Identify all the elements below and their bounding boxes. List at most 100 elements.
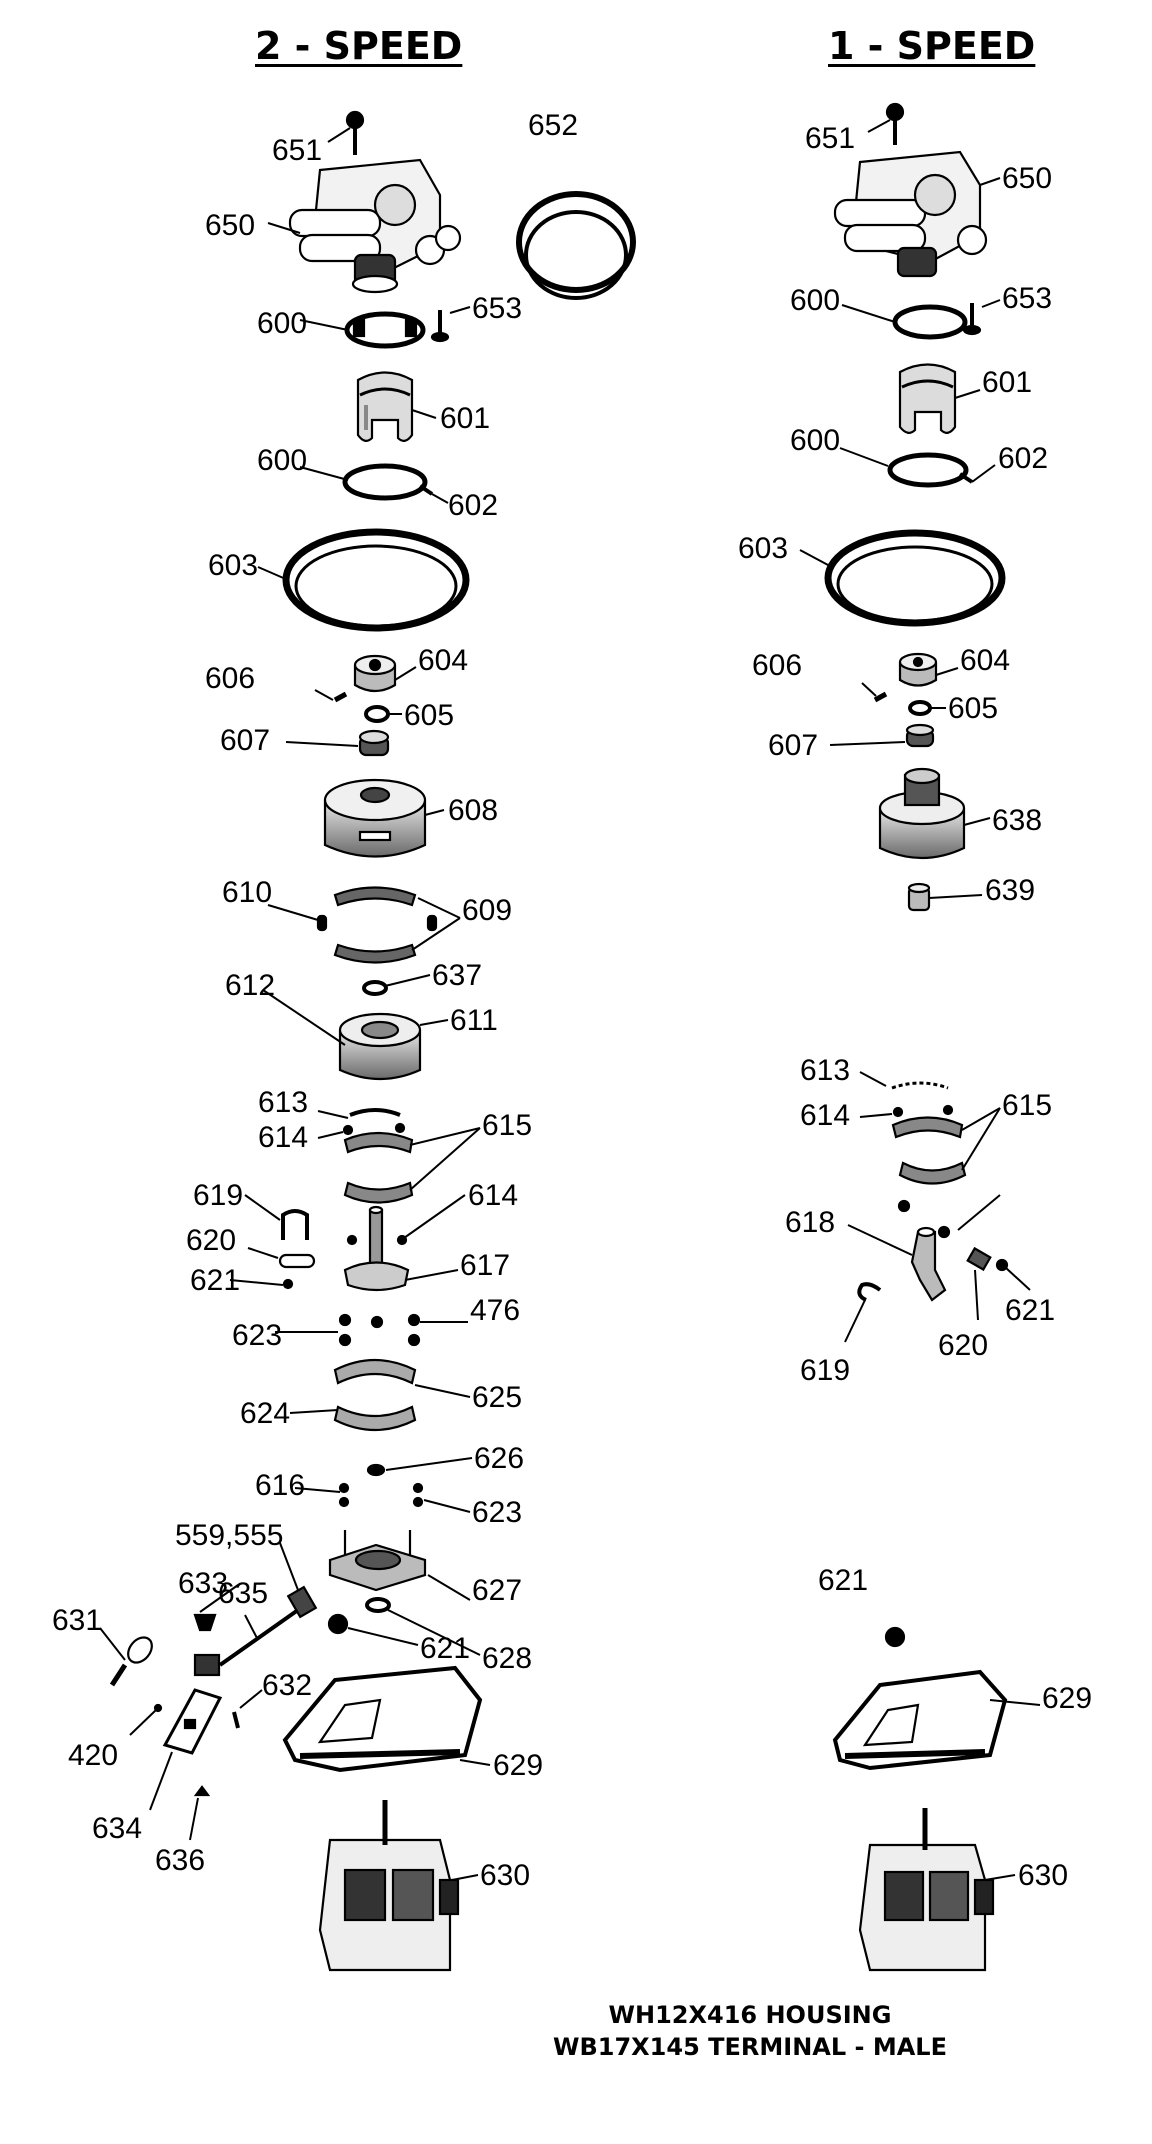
label-615-right: 615: [1002, 1089, 1052, 1122]
label-605-left: 605: [404, 699, 454, 732]
label-637-left: 637: [432, 959, 482, 992]
part-618-lever: [910, 1226, 947, 1302]
part-652-ring: [516, 191, 636, 300]
label-476-left: 476: [470, 1294, 520, 1327]
part-651-screw-right: [885, 102, 905, 145]
part-609-brake-shoes: [333, 886, 417, 964]
part-650-housing: [288, 158, 462, 294]
label-631-left: 631: [52, 1604, 102, 1637]
label-653-right: 653: [1002, 282, 1052, 315]
footnote-terminal: WB17X145 TERMINAL - MALE: [553, 2033, 947, 2061]
label-602-left: 602: [448, 489, 498, 522]
part-604-pulley: [353, 654, 397, 693]
label-601-right: 601: [982, 366, 1032, 399]
part-628-washer: [365, 1597, 391, 1613]
part-614-balls-upper: [342, 1122, 406, 1136]
label-627-left: 627: [472, 1574, 522, 1607]
part-623-476-bearings: [338, 1313, 421, 1347]
label-636-left: 636: [155, 1844, 205, 1877]
part-611-clutch: [338, 1012, 422, 1081]
label-621-lower-right: 621: [818, 1564, 868, 1597]
label-614-upper-left: 614: [258, 1121, 308, 1154]
label-638-right: 638: [992, 804, 1042, 837]
label-621-lower-left: 621: [420, 1632, 470, 1665]
part-614-balls-right: [892, 1104, 954, 1239]
label-606-right: 606: [752, 649, 802, 682]
label-630-right: 630: [1018, 1859, 1068, 1892]
part-601-hose-right: [898, 363, 957, 434]
part-653-screw: [430, 310, 450, 343]
part-637-washer: [362, 980, 388, 996]
part-625-624-shoes: [333, 1358, 417, 1432]
label-628-left: 628: [482, 1642, 532, 1675]
label-600-upper-left: 600: [257, 307, 307, 340]
part-605-ring: [364, 705, 390, 723]
label-600-upper-right: 600: [790, 284, 840, 317]
label-608-left: 608: [448, 794, 498, 827]
label-620-right: 620: [938, 1329, 988, 1362]
part-633-block: [193, 1653, 221, 1677]
label-612-left: 612: [225, 969, 275, 1002]
label-607-right: 607: [768, 729, 818, 762]
part-621-nut-right: [884, 1626, 906, 1648]
part-621-ball-upper: [282, 1278, 294, 1290]
label-617-left: 617: [460, 1249, 510, 1282]
part-606-key: [333, 691, 348, 703]
part-627-plate: [328, 1530, 427, 1592]
footnote-housing: WH12X416 HOUSING: [608, 2001, 892, 2029]
label-600-lower-right: 600: [790, 424, 840, 457]
part-620-621-plate-right: [966, 1246, 1009, 1272]
label-650-right: 650: [1002, 162, 1052, 195]
part-607-bushing-right: [905, 723, 935, 748]
part-603-belt: [282, 528, 470, 632]
label-603-right: 603: [738, 532, 788, 565]
label-620-left: 620: [186, 1224, 236, 1257]
part-620-bar: [278, 1253, 316, 1269]
label-653-left: 653: [472, 292, 522, 325]
label-610-left: 610: [222, 876, 272, 909]
label-614-right: 614: [800, 1099, 850, 1132]
part-610-pins: [316, 914, 438, 932]
label-615-left: 615: [482, 1109, 532, 1142]
label-616-left: 616: [255, 1469, 305, 1502]
part-619-clip: [281, 1209, 309, 1240]
part-606-key-right: [873, 691, 888, 703]
label-601-left: 601: [440, 402, 490, 435]
part-631-bulb: [109, 1636, 153, 1687]
label-621-upper-left: 621: [190, 1264, 240, 1297]
part-603-belt-right: [824, 529, 1006, 627]
part-600-clamp-upper-right: [892, 304, 968, 340]
label-629-right: 629: [1042, 1682, 1092, 1715]
label-613-right: 613: [800, 1054, 850, 1087]
part-604-pulley-right: [898, 652, 938, 687]
label-651-right: 651: [805, 122, 855, 155]
label-603-left: 603: [208, 549, 258, 582]
label-629-left: 629: [493, 1749, 543, 1782]
leader-lines-one-speed: [799, 119, 1041, 1881]
part-617-shaft-assembly: [343, 1205, 410, 1292]
label-619-left: 619: [193, 1179, 243, 1212]
label-630-left: 630: [480, 1859, 530, 1892]
part-601-hose: [356, 371, 414, 442]
part-608-drum: [323, 778, 427, 858]
label-635-left: 635: [218, 1577, 268, 1610]
part-632-pin: [232, 1711, 240, 1729]
label-639-right: 639: [985, 874, 1035, 907]
label-633-left: 633: [178, 1567, 228, 1600]
label-634-left: 634: [92, 1812, 142, 1845]
label-600-lower-left: 600: [257, 444, 307, 477]
label-651-left: 651: [272, 134, 322, 167]
part-420-ball: [153, 1703, 163, 1713]
part-615-shoes: [343, 1131, 414, 1204]
leader-lines-two-speed: [99, 127, 491, 1881]
label-611-left: 611: [450, 1004, 498, 1037]
label-623-lower-left: 623: [472, 1496, 522, 1529]
part-621-nut: [327, 1613, 349, 1635]
labels-two-speed: 651 652 650 600 653 601 600 602 603 606 …: [52, 109, 578, 1892]
label-618-right: 618: [785, 1206, 835, 1239]
label-621-upper-right: 621: [1005, 1294, 1055, 1327]
heading-two-speed: 2 - SPEED: [255, 24, 463, 68]
label-623-upper-left: 623: [232, 1319, 282, 1352]
label-619-right: 619: [800, 1354, 850, 1387]
